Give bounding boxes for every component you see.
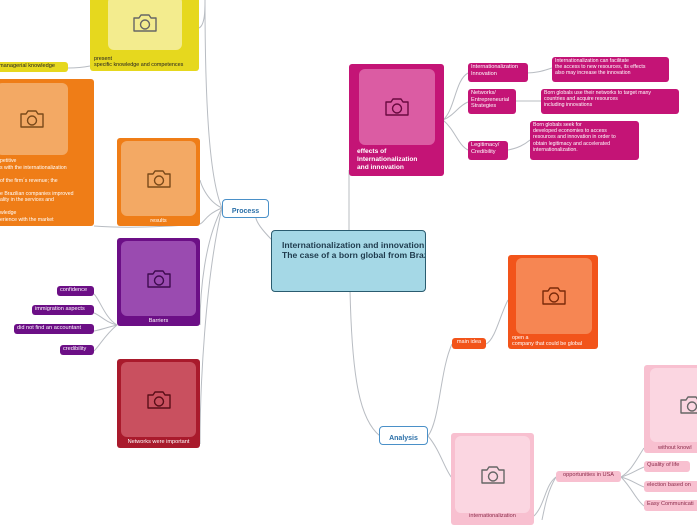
pill-legitimacy-credibility[interactable]: Legitimacy/ Credibility xyxy=(468,141,508,160)
topic-image xyxy=(121,141,196,216)
branch-analysis-label: Analysis xyxy=(389,435,418,442)
topic-specific-knowledge[interactable]: present specific knowledge and competenc… xyxy=(90,0,199,71)
pill-internationalization-innovation[interactable]: Internationalization Innovation xyxy=(468,63,528,82)
topic-effects[interactable]: effects of Internationalization and inno… xyxy=(349,64,444,176)
topic-image xyxy=(516,258,592,334)
note-legitimacy-credibility: Born globals seek for developed economie… xyxy=(530,121,639,160)
topic-image xyxy=(121,362,196,437)
note-networks-strategies: Born globals use their networks to targe… xyxy=(541,89,679,114)
topic-specific-knowledge-label: present specific knowledge and competenc… xyxy=(94,56,184,69)
camera-icon xyxy=(480,465,505,484)
topic-barriers[interactable]: Barriers xyxy=(117,238,200,326)
topic-internationalization-label: internationalization xyxy=(469,513,516,519)
central-topic[interactable]: Internationalization and innovation: The… xyxy=(271,230,426,292)
camera-icon xyxy=(542,287,566,305)
camera-icon xyxy=(146,269,171,288)
topic-image xyxy=(650,368,697,442)
topic-without-knowledge[interactable]: without knowl xyxy=(644,365,697,453)
pill-opportunities-usa[interactable]: opportunities in USA xyxy=(556,471,621,482)
camera-icon xyxy=(20,110,44,128)
note-internationalization-innovation: Internationalization can facilitate the … xyxy=(552,57,669,82)
topic-effects-label: effects of Internationalization and inno… xyxy=(357,148,418,172)
pill-main-idea[interactable]: main idea xyxy=(452,338,486,349)
topic-without-knowledge-label: without knowl xyxy=(658,445,692,451)
pill-immigration-aspects[interactable]: immigration aspects xyxy=(32,305,94,315)
pill-quality-of-life[interactable]: Quality of life xyxy=(644,461,690,472)
topic-open-company[interactable]: open a company that could be global xyxy=(508,255,598,349)
branch-process[interactable]: Process xyxy=(222,199,269,218)
pill-election-based-on[interactable]: election based on xyxy=(644,481,697,492)
topic-competitive[interactable]: petitive s with the internationalization… xyxy=(0,79,94,226)
topic-barriers-label: Barriers xyxy=(148,318,169,324)
camera-icon xyxy=(146,169,171,188)
topic-image xyxy=(455,436,530,513)
pill-networks-strategies[interactable]: Networks/ Entrepreneurial Strategies xyxy=(468,89,516,114)
topic-results[interactable]: results xyxy=(117,138,200,226)
topic-networks[interactable]: Networks were important xyxy=(117,359,200,448)
pill-did-not-find-accountant[interactable]: did not find an accountant xyxy=(14,324,94,334)
camera-icon xyxy=(146,390,171,409)
central-topic-title: Internationalization and innovation: The… xyxy=(282,240,426,261)
branch-analysis[interactable]: Analysis xyxy=(379,426,428,445)
topic-image xyxy=(108,0,182,50)
pill-easy-communication[interactable]: Easy Communicati xyxy=(644,500,697,511)
pill-credibility[interactable]: credibility xyxy=(60,345,94,355)
camera-icon xyxy=(133,14,157,32)
topic-competitive-text: petitive s with the internationalization… xyxy=(0,158,74,223)
topic-networks-label: Networks were important xyxy=(127,439,190,445)
topic-results-label: results xyxy=(150,218,167,224)
camera-icon xyxy=(385,98,409,116)
topic-internationalization[interactable]: internationalization xyxy=(451,433,534,525)
camera-icon xyxy=(680,396,697,414)
topic-image xyxy=(0,83,68,155)
topic-image xyxy=(121,241,196,316)
topic-image xyxy=(359,69,435,145)
pill-confidence[interactable]: confidence xyxy=(57,286,94,296)
branch-process-label: Process xyxy=(231,208,260,215)
pill-managerial-knowledge[interactable]: managerial knowledge xyxy=(0,62,68,72)
topic-open-company-label: open a company that could be global xyxy=(512,335,583,348)
